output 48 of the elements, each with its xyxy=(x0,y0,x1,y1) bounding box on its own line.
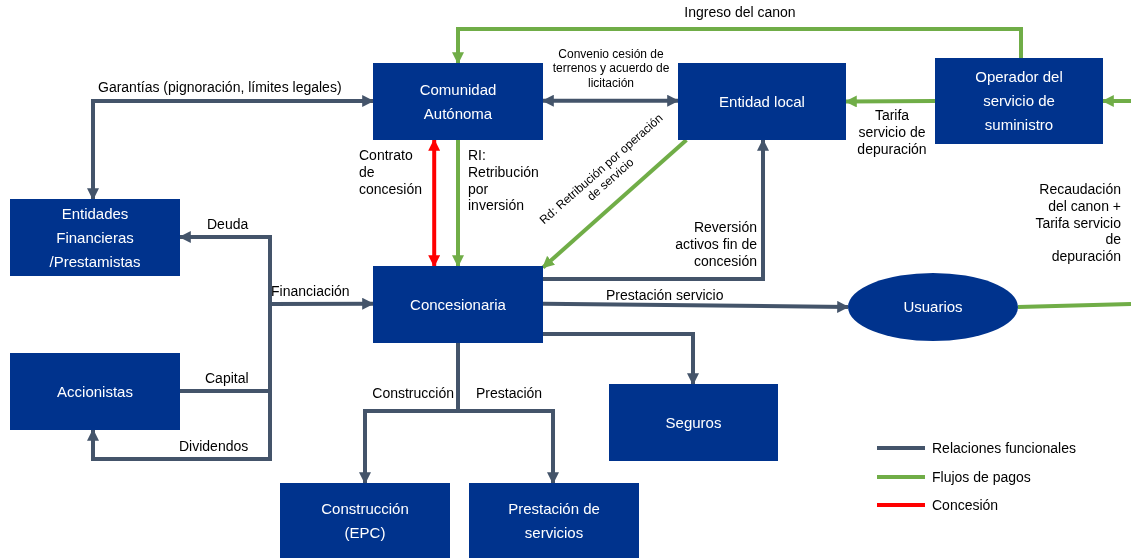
node-label: Concesionaria xyxy=(410,294,506,315)
process-box xyxy=(373,266,543,343)
edge-label: Prestación servicio xyxy=(606,287,725,304)
node-label: Construcción (EPC) xyxy=(320,498,410,543)
edge-label: Reversión activos fin de concesión xyxy=(674,219,757,270)
edge-label: Deuda xyxy=(207,216,250,233)
arrow xyxy=(541,138,688,270)
node-label: Entidad local xyxy=(719,91,805,112)
note-text: Recaudación del canon + Tarifa servicio de depuración xyxy=(1034,181,1121,265)
legend-label: Relaciones funcionales xyxy=(932,440,1076,456)
arrow xyxy=(452,27,1023,65)
process-box xyxy=(609,384,778,461)
arrow xyxy=(452,140,464,268)
process-box xyxy=(10,199,180,276)
connector-line xyxy=(1017,302,1131,309)
node-label: Operador del servicio de suministro xyxy=(974,67,1064,135)
node-label: Comunidad Autónoma xyxy=(418,79,498,124)
process-box xyxy=(373,63,543,140)
arrow xyxy=(87,95,375,201)
node-label: Prestación de servicios xyxy=(507,498,601,543)
arrow xyxy=(543,332,699,386)
edge-label: Financiación xyxy=(271,283,351,300)
arrow xyxy=(543,138,769,281)
edge-label: Dividendos xyxy=(179,438,250,455)
edge-label: Tarifa servicio de depuración xyxy=(856,107,928,158)
legend-label: Concesión xyxy=(932,497,999,513)
process-box xyxy=(935,58,1103,144)
node-label: Entidades Financieras /Prestamistas xyxy=(48,203,142,272)
edge-label: Capital xyxy=(205,370,250,387)
node-label: Accionistas xyxy=(57,381,133,402)
arrow xyxy=(87,304,272,461)
edge-label: Ingreso del canon xyxy=(683,4,797,21)
node-label: Seguros xyxy=(665,412,722,433)
edge-label: Convenio cesión de terrenos y acuerdo de licitación xyxy=(551,47,671,91)
process-box xyxy=(280,483,450,558)
edge-label: Contrato de concesión xyxy=(359,147,421,198)
arrow xyxy=(543,300,850,313)
process-box xyxy=(469,483,639,558)
edge-label: RI: Retribución por inversión xyxy=(468,147,539,215)
edge-label: Garantías (pignoración, límites legales) xyxy=(98,79,343,96)
edge-label: Construcción xyxy=(371,385,454,402)
legend-label: Flujos de pagos xyxy=(932,469,1031,485)
edge-label: Prestación xyxy=(476,385,544,402)
node-label: Usuarios xyxy=(903,297,963,317)
process-box xyxy=(10,353,180,430)
arrow xyxy=(428,138,441,268)
arrow xyxy=(270,297,375,310)
process-box xyxy=(678,63,846,140)
